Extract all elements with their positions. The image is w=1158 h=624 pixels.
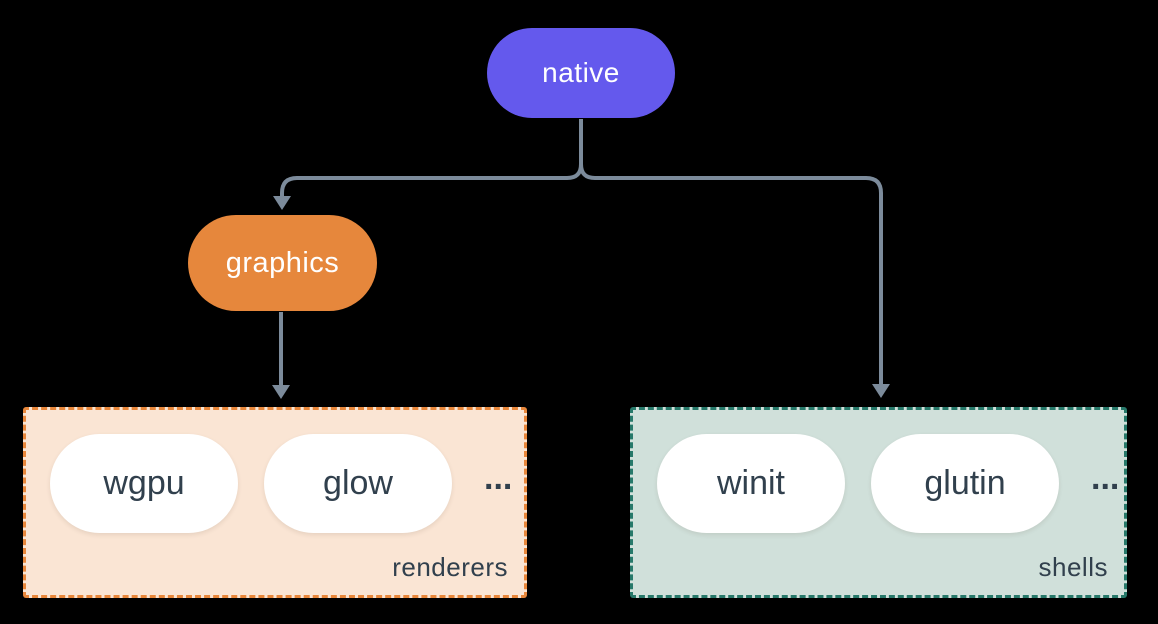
group-renderers-label: renderers bbox=[392, 552, 508, 582]
node-native: native bbox=[487, 28, 675, 118]
pill-glow-label: glow bbox=[323, 464, 393, 502]
pill-glow: glow bbox=[264, 434, 452, 533]
pill-glutin-label: glutin bbox=[924, 464, 1006, 502]
group-shells: winit glutin ... shells bbox=[630, 407, 1127, 598]
group-renderers: wgpu glow ... renderers bbox=[23, 407, 527, 598]
pill-wgpu-label: wgpu bbox=[103, 464, 185, 502]
group-shells-label: shells bbox=[1038, 552, 1108, 582]
connector-branch-left bbox=[280, 163, 583, 197]
pill-glutin: glutin bbox=[871, 434, 1059, 533]
arrow-down-icon bbox=[272, 385, 290, 399]
group-renderers-items: wgpu glow ... bbox=[26, 410, 524, 533]
pill-winit-label: winit bbox=[716, 464, 786, 502]
node-graphics-label: graphics bbox=[225, 246, 340, 279]
pill-winit: winit bbox=[657, 434, 845, 533]
renderers-ellipsis: ... bbox=[484, 459, 513, 497]
shells-ellipsis: ... bbox=[1091, 459, 1120, 497]
connector-branch-right bbox=[579, 163, 883, 385]
arrow-down-icon bbox=[872, 384, 890, 398]
arrow-down-icon bbox=[273, 196, 291, 210]
node-graphics: graphics bbox=[188, 215, 377, 311]
group-shells-items: winit glutin ... bbox=[633, 410, 1124, 533]
node-native-label: native bbox=[542, 57, 620, 88]
pill-wgpu: wgpu bbox=[50, 434, 238, 533]
